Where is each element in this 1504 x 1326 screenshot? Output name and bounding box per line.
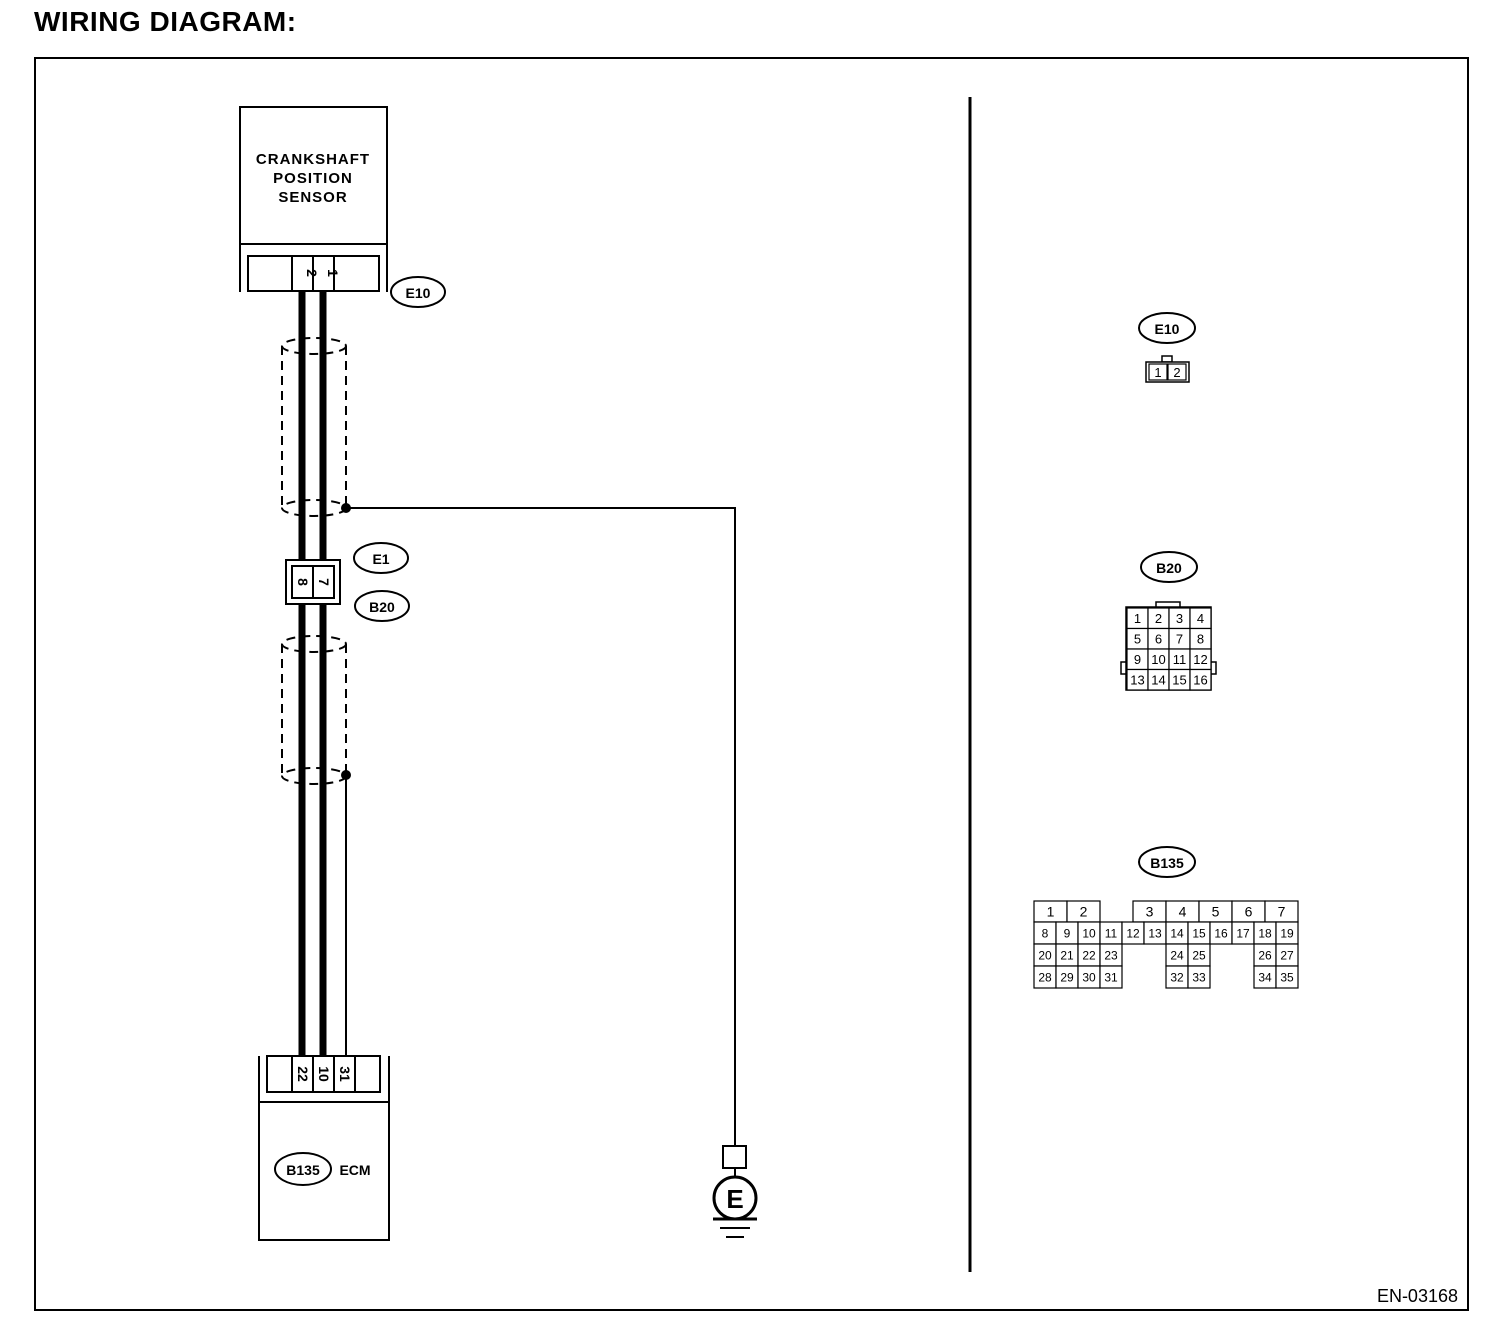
connector-tag-e1: E1: [353, 542, 409, 574]
b20-pin-16: 16: [1193, 672, 1207, 687]
b135-pin-12: 12: [1126, 926, 1140, 940]
b135-pin-26: 26: [1258, 948, 1272, 962]
b20-pin-8: 8: [1197, 631, 1204, 646]
ecm-label: ECM: [339, 1162, 370, 1178]
svg-text:B20: B20: [1156, 560, 1182, 576]
b20-pin-6: 6: [1155, 631, 1162, 646]
b135-pin-35-cell: [1275, 965, 1299, 989]
b135-pin-34: 34: [1258, 970, 1272, 984]
junction-pin-8: 8: [295, 578, 311, 586]
ground-symbol: E: [712, 1145, 758, 1238]
sensor-connector-e10: 2 1: [247, 255, 380, 292]
b20-pin-13: 13: [1130, 672, 1144, 687]
junction-connector: 8 7: [285, 559, 341, 605]
ground-label: E: [726, 1184, 743, 1214]
signal-wires: [298, 291, 327, 1056]
b135-pin-27: 27: [1280, 948, 1294, 962]
lower-shield: [281, 635, 347, 785]
b135-pin-29: 29: [1060, 970, 1074, 984]
figure-code: EN-03168: [1377, 1286, 1458, 1306]
b135-pin-28: 28: [1038, 970, 1052, 984]
sensor-name-line-1: CRANKSHAFT: [256, 151, 370, 168]
svg-text:E1: E1: [372, 551, 389, 567]
ecm-connector-tag: B135: [286, 1162, 320, 1178]
connector-view-e10: E10 1 2: [1138, 312, 1196, 383]
b135-pin-11: 11: [1105, 926, 1118, 940]
ground-wire: [346, 507, 736, 1146]
b20-pin-4: 4: [1197, 611, 1204, 626]
b135-pin-25: 25: [1192, 948, 1206, 962]
ecm-box: B135 ECM: [258, 1101, 390, 1241]
junction-pin-7: 7: [316, 578, 332, 586]
b135-pin-17: 17: [1236, 926, 1250, 940]
b135-pin-19: 19: [1280, 926, 1294, 940]
b20-pin-15: 15: [1172, 672, 1186, 687]
connector-tag-b20: B20: [354, 590, 410, 622]
b135-pin-30: 30: [1082, 970, 1096, 984]
diagram-frame: [34, 57, 1469, 1311]
svg-text:B20: B20: [369, 599, 395, 615]
b135-pin-32: 32: [1170, 970, 1184, 984]
b20-pin-12: 12: [1193, 652, 1207, 667]
upper-shield: [281, 337, 347, 517]
b20-pin-3: 3: [1176, 611, 1183, 626]
b135-pin-3: 3: [1146, 904, 1154, 920]
b135-pin-33: 33: [1192, 970, 1206, 984]
b135-pin-6: 6: [1245, 904, 1253, 920]
b135-pin-18: 18: [1258, 926, 1272, 940]
b135-pin-16: 16: [1214, 926, 1228, 940]
b135-pin-31: 31: [1104, 970, 1118, 984]
b135-pin-35: 35: [1280, 970, 1294, 984]
b135-pin-22: 22: [1082, 948, 1096, 962]
b135-pin-2: 2: [1080, 904, 1088, 920]
b20-pin-7: 7: [1176, 631, 1183, 646]
b135-pin-9: 9: [1064, 926, 1071, 940]
b135-pin-1: 1: [1047, 904, 1055, 920]
sensor-pin-2: 2: [304, 269, 320, 277]
svg-text:E10: E10: [1155, 321, 1180, 337]
connector-tag-e10: E10: [390, 276, 446, 308]
b135-pin-10: 10: [1082, 926, 1096, 940]
b135-pin-23: 23: [1104, 948, 1118, 962]
b20-pin-14: 14: [1151, 672, 1165, 687]
b135-pin-5: 5: [1212, 904, 1220, 920]
crankshaft-position-sensor: CRANKSHAFT POSITION SENSOR: [239, 106, 388, 292]
b135-pin-13: 13: [1148, 926, 1162, 940]
b135-pin-33-cell: [1187, 965, 1211, 989]
e10-pin-1: 1: [1154, 365, 1161, 380]
page-title: WIRING DIAGRAM:: [34, 6, 297, 37]
b135-pin-4: 4: [1179, 904, 1187, 920]
b135-pin-14: 14: [1170, 926, 1184, 940]
sensor-pin-1: 1: [325, 269, 341, 277]
ecm-connector: 22 10 31: [258, 1055, 390, 1102]
svg-text:E10: E10: [406, 285, 431, 301]
ecm-pin-31: 31: [337, 1066, 353, 1082]
b20-pin-5: 5: [1134, 631, 1141, 646]
b20-pin-9: 9: [1134, 652, 1141, 667]
b135-pin-24: 24: [1170, 948, 1184, 962]
ecm-pin-10: 10: [316, 1066, 332, 1082]
e10-pin-2: 2: [1173, 365, 1180, 380]
sensor-name-line-2: POSITION: [273, 170, 353, 187]
b135-pin-21: 21: [1060, 948, 1074, 962]
sensor-name-line-3: SENSOR: [278, 189, 347, 206]
svg-text:B135: B135: [1150, 855, 1184, 871]
ecm-pin-22: 22: [295, 1066, 311, 1082]
b135-pin-20: 20: [1038, 948, 1052, 962]
b20-pin-2: 2: [1155, 611, 1162, 626]
b135-pin-15: 15: [1192, 926, 1206, 940]
b135-pin-7: 7: [1278, 904, 1286, 920]
b135-pin-8: 8: [1042, 926, 1049, 940]
b20-pin-11: 11: [1173, 652, 1187, 667]
b20-pin-16-cell: [1189, 668, 1212, 691]
b20-pin-1: 1: [1134, 611, 1141, 626]
b20-pin-10: 10: [1151, 652, 1165, 667]
b135-pin-31-cell: [1099, 965, 1123, 989]
